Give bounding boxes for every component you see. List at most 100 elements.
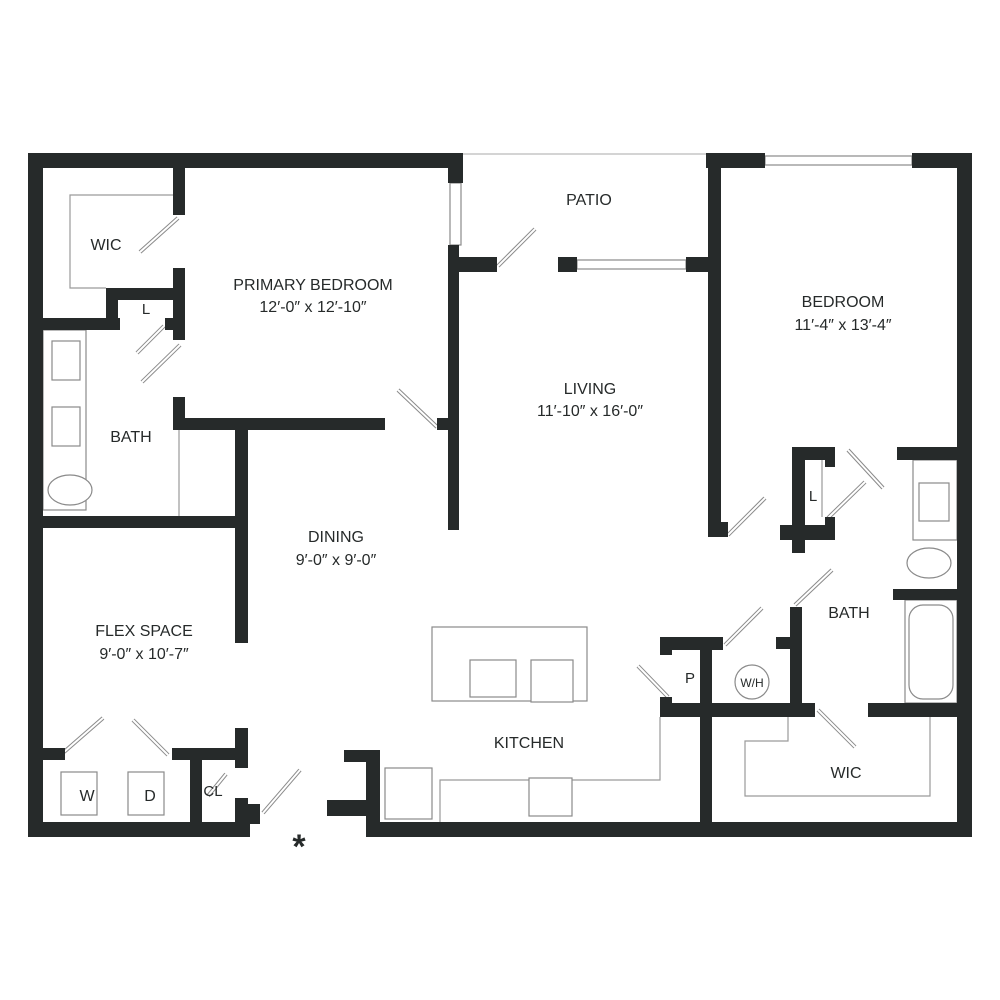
wall xyxy=(660,637,672,655)
doors xyxy=(62,216,885,815)
sink-icon xyxy=(51,406,81,447)
door-leaf[interactable] xyxy=(723,606,764,647)
door-leaf[interactable] xyxy=(140,343,182,384)
wall xyxy=(868,703,957,717)
wall xyxy=(912,153,972,168)
wall xyxy=(235,804,260,824)
wall xyxy=(700,637,712,822)
door-leaf[interactable] xyxy=(138,216,180,254)
room-label-bedroom-linen-name: L xyxy=(809,488,817,505)
wall xyxy=(28,153,463,168)
wic-shelf xyxy=(744,717,931,797)
washer-icon xyxy=(60,771,98,816)
room-label-flex-name: FLEX SPACE xyxy=(95,623,193,640)
room-label-dining-name: DINING xyxy=(308,529,364,546)
bath-sink-icon xyxy=(918,482,950,522)
fixtures xyxy=(42,153,958,822)
room-label-bath-name: BATH xyxy=(828,605,869,622)
bathtub-basin xyxy=(908,604,954,700)
door-leaf[interactable] xyxy=(816,708,857,749)
window-living xyxy=(576,259,687,270)
walls xyxy=(28,153,972,837)
wall xyxy=(28,822,250,837)
dishwasher-icon xyxy=(530,659,574,703)
dryer-icon xyxy=(127,771,165,816)
room-label-flex-dims: 9′-0″ x 10′-7″ xyxy=(99,646,189,663)
wall xyxy=(437,418,452,430)
refrigerator-icon xyxy=(384,767,433,820)
wall xyxy=(792,525,805,553)
room-labels: PATIO PRIMARY BEDROOM 12′-0″ x 12′-10″ WIC L… xyxy=(79,192,891,866)
door-leaf[interactable] xyxy=(793,568,834,607)
wall xyxy=(235,430,248,643)
room-label-bedroom-dims: 11′-4″ x 13′-4″ xyxy=(794,317,891,334)
wall xyxy=(790,607,802,717)
wall xyxy=(686,257,708,272)
wall xyxy=(366,822,972,837)
door-leaf[interactable] xyxy=(846,448,885,490)
wall xyxy=(660,697,672,717)
room-label-living-dims: 11′-10″ x 16′-0″ xyxy=(537,403,643,420)
door-leaf[interactable] xyxy=(496,227,537,268)
room-label-kitchen-name: KITCHEN xyxy=(494,735,564,752)
water-heater-icon xyxy=(734,664,770,700)
wall xyxy=(660,703,815,717)
wall xyxy=(165,318,185,330)
wall xyxy=(893,589,957,600)
door-leaf[interactable] xyxy=(636,664,670,699)
window-bedroom xyxy=(764,155,913,166)
room-label-primary-bedroom-dims: 12′-0″ x 12′-10″ xyxy=(259,299,367,316)
door-leaf[interactable] xyxy=(131,718,170,757)
wall xyxy=(190,748,202,822)
wall xyxy=(957,153,972,837)
wall xyxy=(558,257,577,272)
room-label-pantry-name: P xyxy=(685,670,695,687)
room-label-closet-name: CL xyxy=(203,783,222,800)
toilet-icon xyxy=(47,474,93,506)
kitchen-sink-icon xyxy=(469,659,517,698)
wall xyxy=(106,288,185,300)
stove-icon xyxy=(528,777,573,817)
wall xyxy=(327,800,380,816)
wall xyxy=(708,522,728,537)
door-leaf[interactable] xyxy=(62,716,105,754)
room-label-primary-bedroom-name: PRIMARY BEDROOM xyxy=(233,277,392,294)
sink-icon xyxy=(51,340,81,381)
wall xyxy=(897,447,957,460)
wall xyxy=(448,257,497,272)
wall xyxy=(43,318,120,330)
wic-outline xyxy=(69,194,173,289)
door-leaf[interactable] xyxy=(206,772,228,798)
bath-toilet-icon xyxy=(906,547,952,579)
door-leaf[interactable] xyxy=(261,768,302,815)
room-label-primary-linen-name: L xyxy=(142,301,150,318)
room-label-living-name: LIVING xyxy=(564,381,616,398)
door-leaf[interactable] xyxy=(396,388,439,429)
room-label-primary-bath-name: BATH xyxy=(110,429,151,446)
window-primary xyxy=(449,182,462,246)
wall xyxy=(825,517,835,540)
room-label-dryer-name: D xyxy=(144,788,156,805)
room-label-patio-name: PATIO xyxy=(566,192,612,209)
wall xyxy=(173,418,385,430)
wall xyxy=(235,728,248,768)
wall xyxy=(173,168,185,215)
wall xyxy=(448,153,463,183)
room-label-water-heater-name: W/H xyxy=(740,676,763,690)
wall xyxy=(448,245,459,530)
wall xyxy=(792,447,805,540)
room-label-dining-dims: 9′-0″ x 9′-0″ xyxy=(296,552,377,569)
wall xyxy=(43,748,65,760)
wall xyxy=(825,447,835,467)
door-leaf[interactable] xyxy=(135,324,166,355)
wall xyxy=(43,516,248,528)
room-label-wic-name: WIC xyxy=(830,765,861,782)
wall xyxy=(28,153,43,837)
room-label-primary-wic-name: WIC xyxy=(90,237,121,254)
room-label-bedroom-name: BEDROOM xyxy=(802,294,885,311)
door-leaf[interactable] xyxy=(826,480,867,520)
room-label-washer-name: W xyxy=(79,788,95,805)
entry-marker: * xyxy=(292,828,306,866)
door-leaf[interactable] xyxy=(726,496,767,537)
